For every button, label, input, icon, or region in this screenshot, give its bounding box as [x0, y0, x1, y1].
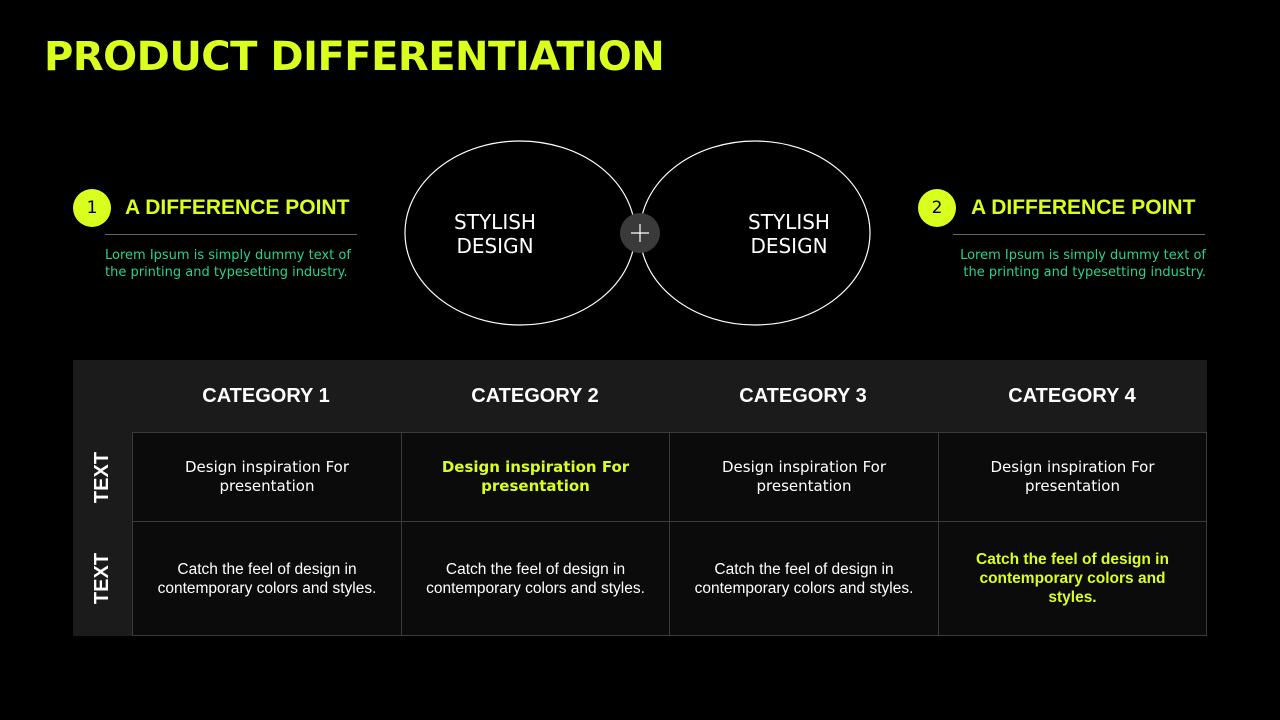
difference-point-2: 2 A DIFFERENCE POINT Lorem Ipsum is simp… — [918, 189, 1208, 280]
column-header: CATEGORY 4 — [1008, 384, 1136, 407]
difference-point-description: Lorem Ipsum is simply dummy text of the … — [105, 248, 351, 280]
table-cell: Design inspiration For presentation — [669, 432, 939, 522]
table-cell-highlighted: Catch the feel of design in contemporary… — [938, 521, 1207, 636]
column-header: CATEGORY 3 — [739, 384, 867, 407]
difference-point-header: 2 A DIFFERENCE POINT — [918, 189, 1208, 227]
plus-icon — [620, 213, 660, 253]
difference-point-title: A DIFFERENCE POINT — [971, 196, 1196, 219]
venn-diagram: STYLISH DESIGN STYLISH DESIGN — [400, 135, 880, 335]
difference-point-header: 1 A DIFFERENCE POINT — [73, 189, 363, 227]
venn-circles — [404, 140, 871, 326]
cell-text: Design inspiration For presentation — [441, 458, 630, 495]
row-label-text: TEXT — [91, 451, 113, 503]
venn-label-left: STYLISH DESIGN — [454, 210, 536, 258]
cell-text: Catch the feel of design in contemporary… — [976, 551, 1169, 606]
number-badge: 2 — [918, 189, 956, 227]
slide-title: PRODUCT DIFFERENTIATION — [44, 34, 665, 80]
table-cell: Design inspiration For presentation — [132, 432, 402, 522]
number-badge: 1 — [73, 189, 111, 227]
table-cell: Catch the feel of design in contemporary… — [401, 521, 670, 636]
divider — [105, 234, 357, 235]
cell-text: Design inspiration For presentation — [721, 458, 887, 495]
cell-text: Design inspiration For presentation — [990, 458, 1155, 495]
row-label: TEXT — [73, 432, 132, 522]
row-label: TEXT — [73, 521, 132, 636]
divider — [953, 234, 1205, 235]
column-header: CATEGORY 1 — [202, 384, 330, 407]
cell-text: Design inspiration For presentation — [184, 458, 350, 495]
cell-text: Catch the feel of design in contemporary… — [694, 560, 914, 597]
difference-point-title: A DIFFERENCE POINT — [125, 196, 350, 219]
comparison-table: CATEGORY 1 CATEGORY 2 CATEGORY 3 CATEGOR… — [73, 360, 1207, 636]
table-cell-highlighted: Design inspiration For presentation — [401, 432, 670, 522]
row-label-text: TEXT — [91, 552, 113, 605]
cell-text: Catch the feel of design in contemporary… — [157, 560, 377, 597]
difference-point-description: Lorem Ipsum is simply dummy text of the … — [960, 248, 1206, 280]
difference-point-1: 1 A DIFFERENCE POINT Lorem Ipsum is simp… — [73, 189, 363, 280]
venn-label-right: STYLISH DESIGN — [748, 210, 830, 258]
table-cell: Design inspiration For presentation — [938, 432, 1207, 522]
table-cell: Catch the feel of design in contemporary… — [132, 521, 402, 636]
cell-text: Catch the feel of design in contemporary… — [426, 560, 645, 597]
table-cell: Catch the feel of design in contemporary… — [669, 521, 939, 636]
column-header: CATEGORY 2 — [471, 384, 599, 407]
